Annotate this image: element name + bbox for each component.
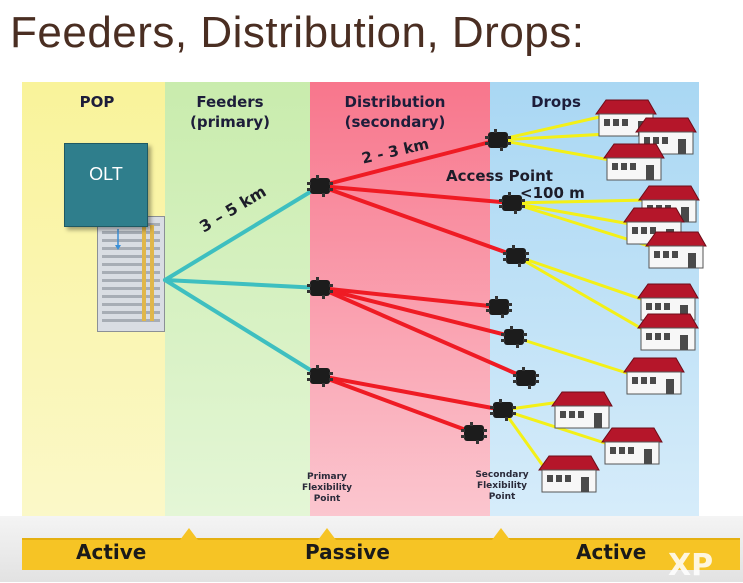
bar-label-passive: Passive (305, 540, 390, 564)
feeders-heading-line1: Feeders (196, 93, 264, 111)
distribution-heading-line1: Distribution (344, 93, 446, 111)
olt-label: OLT (89, 163, 123, 184)
primary-flex-line3: Point (313, 494, 341, 504)
primary-flex-line2: Flexibility (301, 483, 353, 493)
primary-flex-line1: Primary (307, 472, 347, 482)
watermark-logo: XP (668, 548, 714, 583)
bar-divider-center-icon (318, 528, 336, 540)
olt-rack (97, 216, 165, 332)
olt-box: OLT (64, 143, 148, 227)
drop-lines (496, 114, 654, 472)
secondary-flex-line3: Point (488, 492, 516, 502)
distribution-heading-line2: (secondary) (344, 113, 446, 131)
page-title: Feeders, Distribution, Drops: (10, 8, 585, 57)
feeders-heading-line2: (primary) (190, 113, 270, 131)
drops-heading: Drops (531, 93, 581, 111)
bar-divider-right-icon (492, 528, 510, 540)
feeders-heading: Feeders (primary) (178, 92, 282, 132)
secondary-flexibility-point-label: Secondary Flexibility Point (466, 470, 538, 503)
secondary-flex-line1: Secondary (475, 470, 529, 480)
pop-heading: POP (79, 93, 115, 111)
feeder-lines (163, 184, 322, 378)
distribution-lines (318, 138, 528, 435)
bar-divider-left-icon (180, 528, 198, 540)
distribution-heading: Distribution (secondary) (333, 92, 457, 132)
secondary-flex-line2: Flexibility (476, 481, 528, 491)
feeders-column (165, 82, 310, 516)
primary-flexibility-point-label: Primary Flexibility Point (294, 472, 360, 505)
active-passive-bar (22, 538, 740, 570)
bar-label-active-left: Active (76, 540, 147, 564)
bar-label-active-right: Active (576, 540, 647, 564)
drop-distance-label: <100 m (520, 184, 585, 202)
access-point-label: Access Point (446, 167, 553, 185)
distribution-column (310, 82, 490, 516)
house-icons (538, 99, 707, 493)
